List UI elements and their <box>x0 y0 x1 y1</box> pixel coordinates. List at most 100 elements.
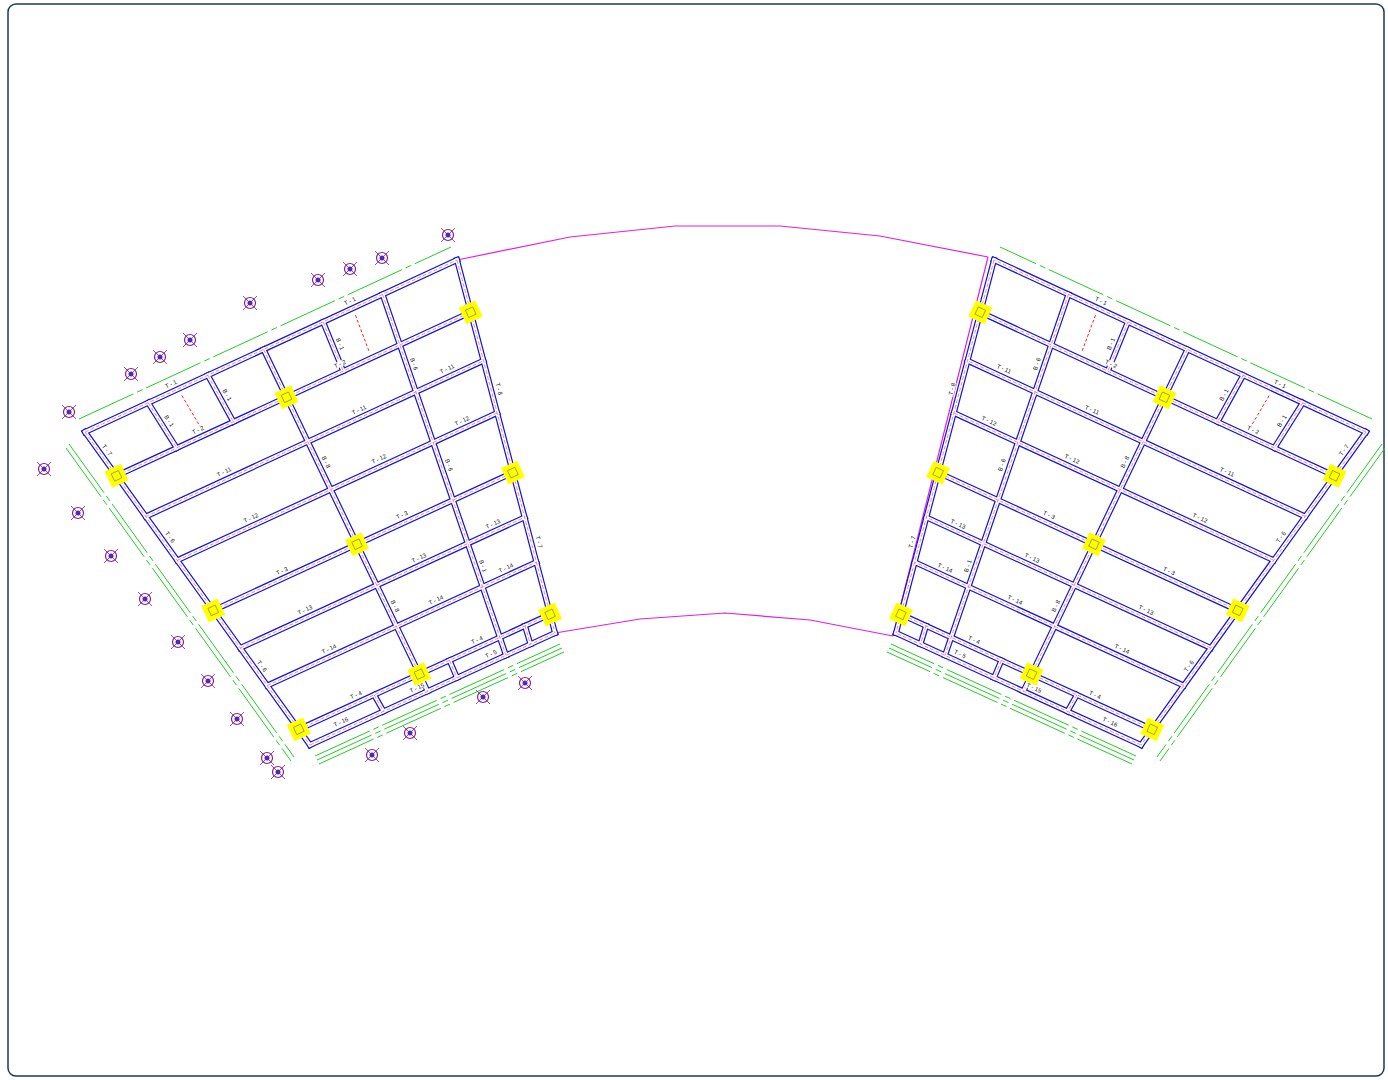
beam-label: T - 13 <box>296 603 314 616</box>
beam-label: T - 12 <box>242 512 260 525</box>
beam-fill <box>299 614 550 729</box>
beam-label: B - 8 <box>1050 598 1062 614</box>
beam-axis <box>117 312 471 476</box>
beam-label: T - 5 <box>953 648 968 659</box>
beam-label: T - 13 <box>410 551 428 564</box>
beam-axis <box>1023 349 1187 691</box>
survey-target <box>138 592 152 606</box>
column-core <box>414 669 425 680</box>
beam-axis <box>240 517 524 648</box>
column-core <box>1026 669 1037 680</box>
target-cross <box>153 350 167 364</box>
target-cross <box>271 765 285 779</box>
column-core <box>1089 539 1100 550</box>
beam-label: T - 4 <box>967 634 982 645</box>
beam-label: T - 3 <box>1161 565 1176 576</box>
beam <box>945 294 1068 655</box>
beam-label: T - 4 <box>1087 689 1102 700</box>
beam-label: T - 11 <box>350 404 368 417</box>
offset-line <box>1160 448 1385 761</box>
beam-label: T - 2 <box>191 424 206 435</box>
target-cross <box>230 712 244 726</box>
site-outline <box>555 613 893 636</box>
beam-axis <box>945 294 1068 655</box>
survey-target <box>518 676 532 690</box>
beam-label: T - 13 <box>484 517 502 530</box>
beam-label: B - 1 <box>221 387 233 403</box>
beam-label: T - 16 <box>332 716 350 729</box>
beam <box>1274 403 1302 448</box>
slab-break <box>356 315 369 351</box>
beam-axis <box>525 626 531 644</box>
beam-axis <box>264 349 428 691</box>
column-square <box>287 717 311 741</box>
beam-label: T - 6 <box>1275 530 1288 545</box>
column <box>1323 464 1347 488</box>
beam-fill <box>945 294 1068 655</box>
offset-line <box>69 444 294 757</box>
column-square <box>201 598 225 622</box>
column-core <box>465 307 476 318</box>
survey-target <box>37 462 51 476</box>
beam-fill <box>525 626 531 644</box>
target-cross <box>171 635 185 649</box>
beam-fill <box>374 695 383 712</box>
beam-axis <box>994 260 1366 432</box>
column-square <box>1020 662 1044 686</box>
survey-target <box>403 726 417 740</box>
beam-label: T - 12 <box>1063 453 1081 466</box>
column-square <box>1140 717 1164 741</box>
column-square <box>1323 464 1347 488</box>
column <box>1020 662 1044 686</box>
column-square <box>1153 385 1177 409</box>
beam-label: T - 7 <box>1338 442 1351 457</box>
beam-label: B - 1 <box>335 336 346 352</box>
beam-axis <box>901 614 1152 729</box>
survey-target <box>271 765 285 779</box>
column-square <box>345 532 369 556</box>
beam-label: T - 3 <box>394 510 409 521</box>
beam-fill <box>921 626 927 644</box>
offset-line <box>891 644 1136 756</box>
beam-fill <box>264 349 428 691</box>
beam-fill <box>896 260 994 633</box>
beam-label: T - 3 <box>274 565 289 576</box>
beam-label: B - 6 <box>1031 356 1041 372</box>
beam <box>525 626 531 644</box>
beam-label: T - 11 <box>438 363 456 376</box>
beam-label: T - 1 <box>1094 296 1109 307</box>
survey-target <box>441 228 455 242</box>
beam-label: T - 7 <box>534 534 543 549</box>
column-core <box>1159 392 1170 403</box>
beam-axis <box>310 633 555 745</box>
survey-target <box>62 405 76 419</box>
column-square <box>889 602 913 626</box>
column <box>1082 532 1106 556</box>
slab-break <box>1082 315 1095 351</box>
beam-label: T - 11 <box>1218 466 1236 479</box>
column <box>345 532 369 556</box>
beam-fill <box>450 660 457 677</box>
beam-label: T - 11 <box>1083 404 1101 417</box>
beam-label: T - 8 <box>494 381 503 396</box>
column-core <box>933 467 944 478</box>
beam-label: T - 13 <box>949 517 967 530</box>
beam-axis <box>1141 432 1366 745</box>
beam <box>383 294 506 655</box>
column <box>459 300 483 324</box>
beam-axis <box>1068 695 1077 712</box>
target-cross <box>403 726 417 740</box>
beam-label: T - 7 <box>100 442 113 457</box>
column <box>1226 598 1250 622</box>
beam-label: T - 6 <box>163 530 176 545</box>
survey-target <box>183 333 197 347</box>
beam-fill <box>896 633 1141 745</box>
slab-break <box>182 396 201 429</box>
beam-label: B - 8 <box>320 454 332 470</box>
beam-label: T - 14 <box>935 561 953 574</box>
column <box>275 385 299 409</box>
beam-axis <box>208 375 234 422</box>
beam-label: T - 2 <box>332 359 347 370</box>
survey-target <box>71 506 85 520</box>
